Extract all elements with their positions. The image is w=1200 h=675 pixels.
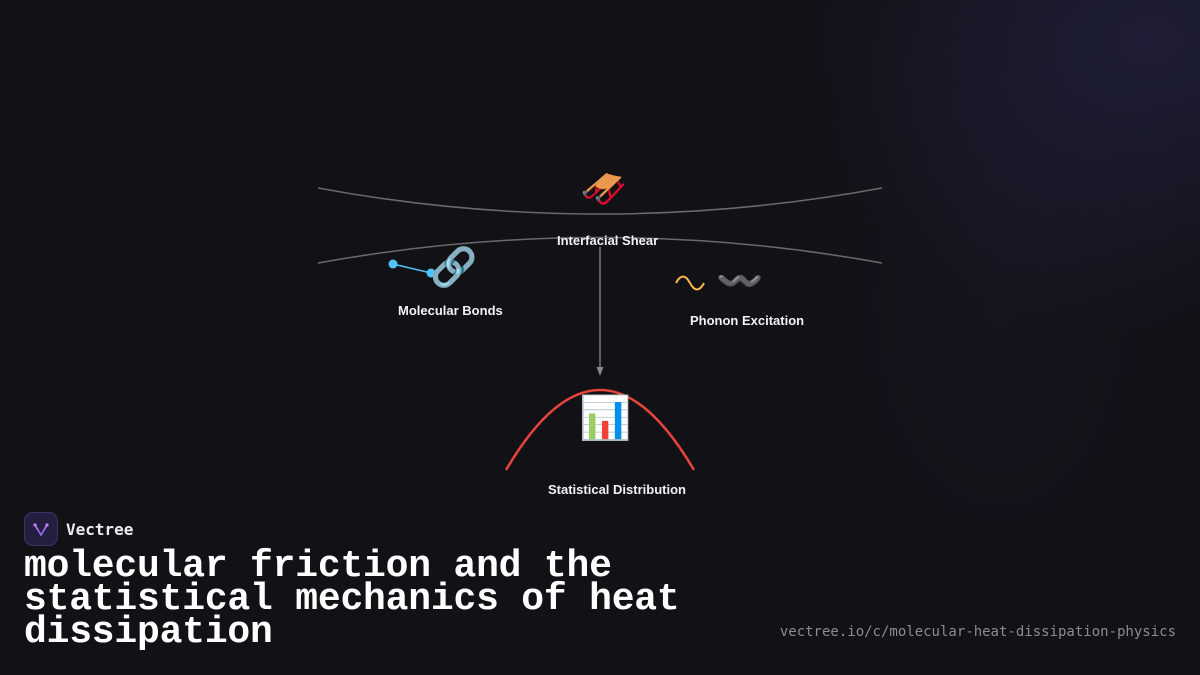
course-url[interactable]: vectree.io/c/molecular-heat-dissipation-…	[779, 624, 1176, 640]
node-label-statistical-distribution: Statistical Distribution	[548, 482, 686, 497]
distribution-curve	[504, 388, 696, 471]
node-label-molecular-bonds: Molecular Bonds	[398, 303, 503, 318]
lower-surface-curve	[317, 236, 883, 264]
molecular-bond-graphic	[388, 259, 436, 278]
node-label-interfacial-shear: Interfacial Shear	[557, 233, 659, 248]
brand[interactable]: Vectree	[24, 512, 133, 546]
node-label-phonon-excitation: Phonon Excitation	[690, 313, 805, 328]
brand-name: Vectree	[66, 519, 134, 539]
bar-chart-icon: 📊	[579, 393, 632, 442]
link-icon: 🔗	[430, 245, 478, 289]
sled-icon: 🛷	[580, 167, 628, 211]
phonon-wave	[675, 275, 705, 291]
flow-arrow	[596, 247, 604, 376]
upper-surface-curve	[317, 187, 883, 215]
page-title: molecular friction and the statistical m…	[24, 545, 680, 654]
wavy-dash-icon: 〰️	[716, 259, 764, 303]
vectree-logo-icon	[24, 512, 58, 546]
